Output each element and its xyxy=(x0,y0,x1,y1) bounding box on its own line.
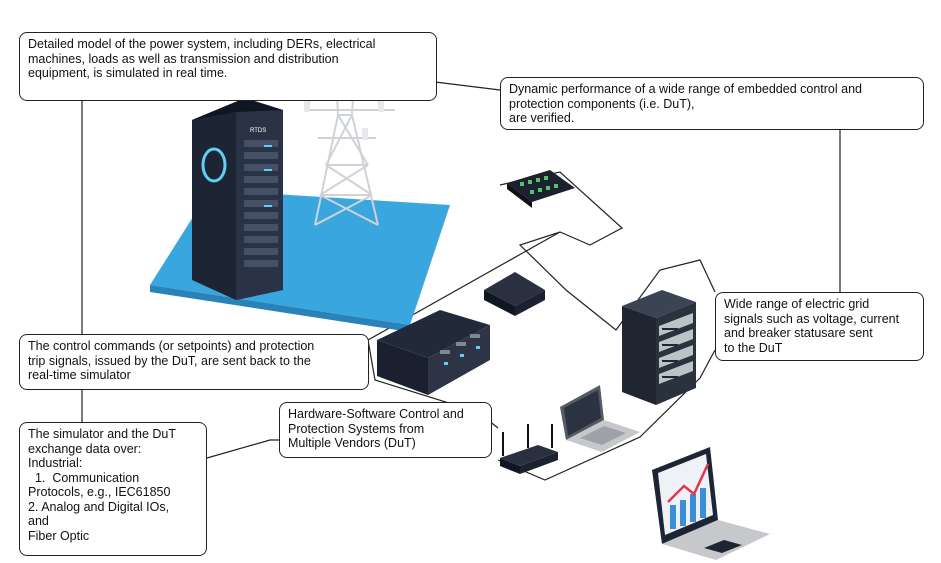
hardware-software-callout: Hardware-Software Control and Protection… xyxy=(279,402,492,458)
dut-loop-upper xyxy=(499,171,716,331)
exchange-line-8: Fiber Optic xyxy=(28,528,90,543)
power-system-model-callout: Detailed model of the power system, incl… xyxy=(19,32,437,101)
exchange-line-6: 2. Analog and Digital IOs, xyxy=(28,499,170,514)
model-line-3: equipment, is simulated in real time. xyxy=(28,66,228,80)
signals-line-4: to the DuT xyxy=(724,340,783,355)
model-line-1: Detailed model of the power system, incl… xyxy=(28,37,376,51)
signals-line-2: signals such as voltage, current xyxy=(724,311,900,326)
exchange-line-2: exchange data over: xyxy=(28,441,142,456)
dynamic-line-3: are verified. xyxy=(509,111,575,125)
router-icon xyxy=(500,424,558,474)
transmission-tower-icon xyxy=(306,68,395,226)
exchange-line-3: Industrial: xyxy=(28,456,83,470)
server-rack-icon xyxy=(622,290,696,405)
control-commands-callout: The control commands (or setpoints) and … xyxy=(19,334,369,390)
exchange-line-7: and xyxy=(28,514,49,528)
relay-box-icon xyxy=(484,272,545,316)
exchange-line-1: The simulator and the DuT xyxy=(28,427,176,441)
laptop-icon xyxy=(560,385,640,452)
dynamic-performance-callout: Dynamic performance of a wide range of e… xyxy=(500,77,924,130)
dynamic-line-2: protection components (i.e. DuT), xyxy=(509,96,695,111)
trend-line-icon xyxy=(667,463,710,503)
grid-signals-callout: Wide range of electric grid signals such… xyxy=(715,292,924,361)
signals-line-1: Wide range of electric grid xyxy=(724,297,870,311)
hardware-line-1: Hardware-Software Control and xyxy=(288,407,464,421)
hardware-line-2: Protection Systems from xyxy=(288,421,425,436)
hardware-line-3: Multiple Vendors (DuT) xyxy=(288,436,416,450)
analytics-laptop-icon xyxy=(652,447,770,560)
model-line-2: machines, loads as well as transmission … xyxy=(28,51,339,66)
chart-bars xyxy=(670,488,706,529)
terminal-block-icon xyxy=(507,170,575,208)
protection-unit-icon xyxy=(377,310,490,395)
connector-model-to-dynamic xyxy=(434,81,501,91)
exchange-line-5: Protocols, e.g., IEC61850 xyxy=(28,485,171,499)
connector-exchange-to-hardware xyxy=(206,439,280,459)
dynamic-line-1: Dynamic performance of a wide range of e… xyxy=(509,82,862,96)
signals-line-3: and breaker statusare sent xyxy=(724,326,873,340)
commands-line-3: real-time simulator xyxy=(28,368,131,382)
exchange-line-4: 1. Communication xyxy=(28,470,140,485)
commands-line-1: The control commands (or setpoints) and … xyxy=(28,339,315,353)
commands-line-2: trip signals, issued by the DuT, are sen… xyxy=(28,353,311,368)
cabinet-ring-icon xyxy=(201,147,227,183)
data-exchange-callout: The simulator and the DuT exchange data … xyxy=(19,422,207,556)
simulator-cabinet-icon xyxy=(192,98,283,300)
dut-loop-right xyxy=(497,349,716,481)
cabinet-brand-label: RTDS xyxy=(250,128,266,134)
